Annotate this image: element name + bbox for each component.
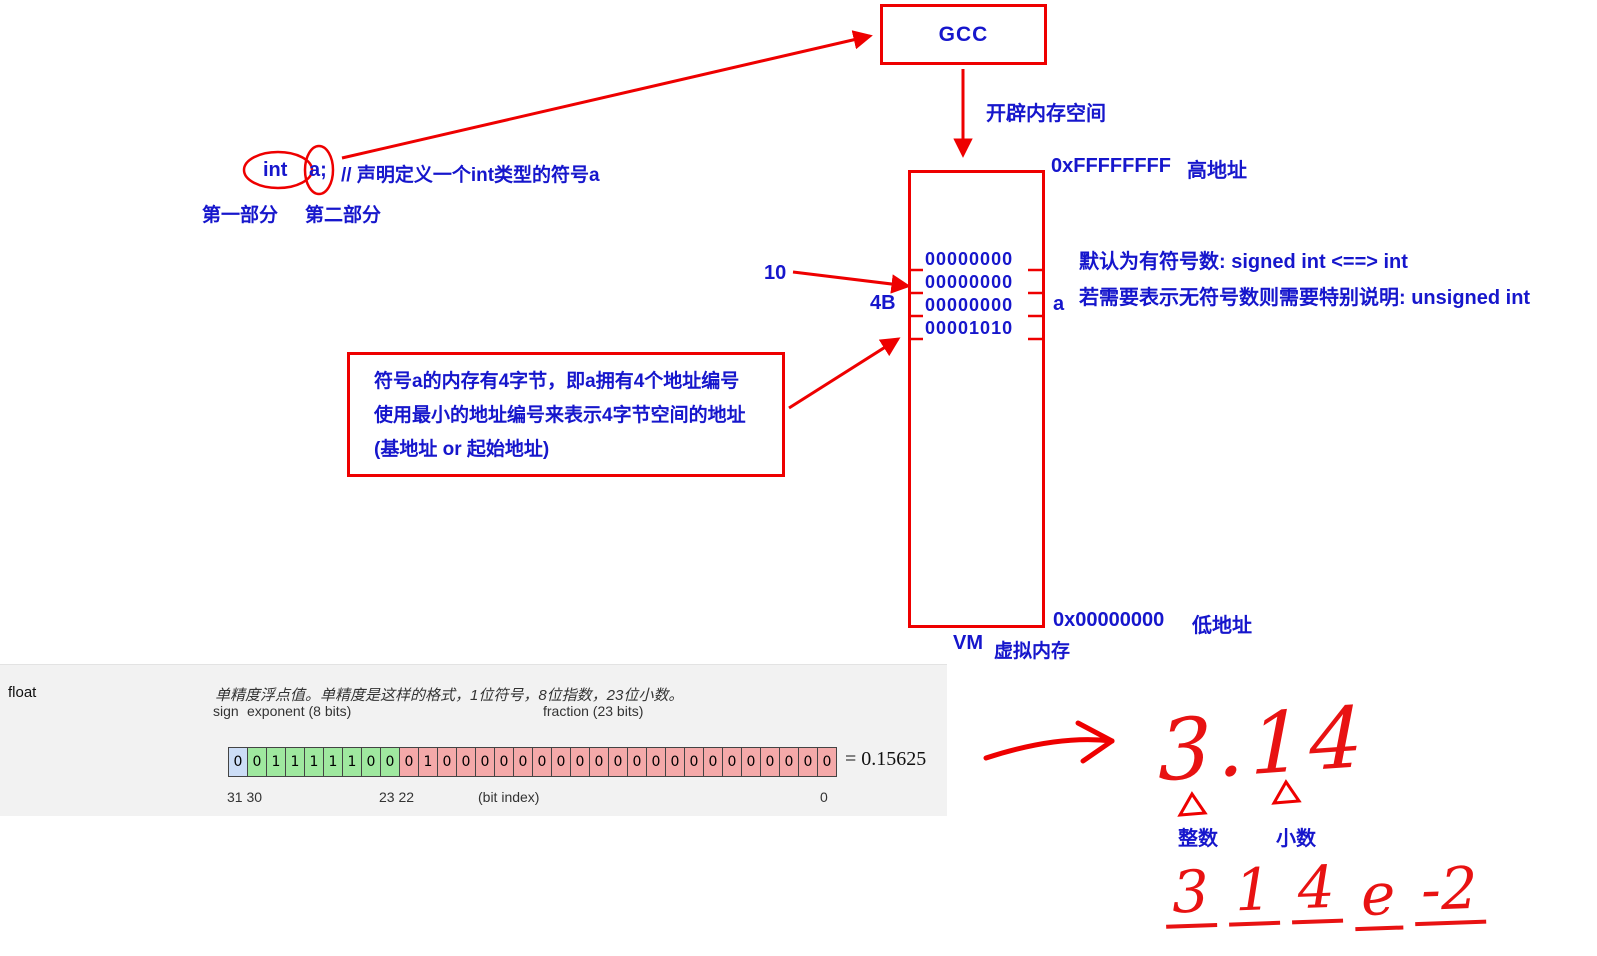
bit-index-caption: (bit index) — [478, 789, 540, 805]
code-keyword: int — [263, 159, 288, 181]
memory-box — [908, 170, 1045, 628]
arrow-value10-to-memory — [792, 270, 911, 294]
low-address-value: 0x00000000 — [1053, 609, 1165, 631]
bit-cell-exp: 1 — [342, 747, 362, 777]
bit-cell-frac: 0 — [722, 747, 742, 777]
handwritten-sci-part: 1 — [1226, 855, 1280, 927]
memory-rows: 00000000 00000000 00000000 00001010 — [908, 248, 1045, 340]
vm-abbr-label: VM — [953, 632, 983, 654]
memory-row: 00000000 — [925, 272, 1014, 292]
bit-cell-frac: 0 — [703, 747, 723, 777]
bit-cell-frac: 0 — [456, 747, 476, 777]
gcc-label: GCC — [938, 22, 989, 46]
note-line: (基地址 or 起始地址) — [374, 439, 550, 460]
float-term: float — [8, 684, 37, 701]
bit-cell-frac: 0 — [627, 747, 647, 777]
arrow-note-to-memory — [788, 337, 901, 410]
handwritten-sci-part: 4 — [1289, 853, 1343, 925]
bit-cell-frac: 0 — [665, 747, 685, 777]
low-address-label: 低地址 — [1192, 615, 1252, 637]
float-result-value: = 0.15625 — [845, 748, 927, 770]
high-address-label: 高地址 — [1187, 160, 1247, 182]
bit-cell-exp: 1 — [304, 747, 324, 777]
size-4b-label: 4B — [870, 292, 896, 314]
float-description: 单精度浮点值。单精度是这样的格式，1位符号，8位指数，23位小数。 — [215, 687, 684, 704]
bit-cell-frac: 1 — [418, 747, 438, 777]
gcc-box: GCC — [880, 4, 1047, 65]
bit-cell-exp: 0 — [380, 747, 400, 777]
code-comment: // 声明定义一个int类型的符号a — [341, 165, 600, 186]
bit-cell-frac: 0 — [760, 747, 780, 777]
bit-cell-exp: 1 — [266, 747, 286, 777]
alloc-memory-label: 开辟内存空间 — [986, 103, 1106, 125]
handwritten-sci-part: 3 — [1163, 857, 1218, 929]
bit-cell-exp: 1 — [323, 747, 343, 777]
memory-row: 00000000 — [925, 249, 1014, 269]
handwritten-314: 3.14 — [1158, 687, 1369, 801]
bit-cell-exp: 0 — [247, 747, 267, 777]
hand-drawn-arrow-icon — [983, 720, 1115, 764]
bit-cell-frac: 0 — [399, 747, 419, 777]
memory-row: 00001010 — [925, 318, 1014, 338]
bit-index-31-30: 31 30 — [227, 789, 263, 805]
part2-label: 第二部分 — [305, 205, 382, 226]
bit-cell-exp: 1 — [285, 747, 305, 777]
signed-note-line2: 若需要表示无符号数则需要特别说明: unsigned int — [1079, 287, 1531, 309]
bit-cell-frac: 0 — [589, 747, 609, 777]
decimal-value-label: 10 — [764, 262, 787, 284]
bit-cell-frac: 0 — [513, 747, 533, 777]
bit-cell-frac: 0 — [684, 747, 704, 777]
part1-label: 第一部分 — [202, 205, 279, 226]
bit-cell-frac: 0 — [551, 747, 571, 777]
bit-index-23-22: 23 22 — [379, 789, 415, 805]
bit-cell-frac: 0 — [570, 747, 590, 777]
handwritten-sci-part: -2 — [1413, 854, 1486, 927]
note-line: 使用最小的地址编号来表示4字节空间的地址 — [374, 405, 746, 426]
note-line: 符号a的内存有4字节，即a拥有4个地址编号 — [374, 371, 740, 392]
bit-cell-frac: 0 — [817, 747, 837, 777]
sign-field-label: sign — [213, 703, 239, 719]
float-definition-panel — [0, 664, 947, 816]
vm-label: 虚拟内存 — [994, 641, 1071, 662]
bit-cell-frac: 0 — [475, 747, 495, 777]
bit-cell-frac: 0 — [494, 747, 514, 777]
fraction-field-label: fraction (23 bits) — [543, 703, 644, 719]
bit-cell-frac: 0 — [532, 747, 552, 777]
bit-cell-sign: 0 — [228, 747, 248, 777]
bit-cell-frac: 0 — [798, 747, 818, 777]
bit-cell-frac: 0 — [741, 747, 761, 777]
bit-index-0: 0 — [820, 789, 828, 805]
fraction-part-label: 小数 — [1276, 828, 1316, 850]
bit-cell-exp: 0 — [361, 747, 381, 777]
integer-part-label: 整数 — [1178, 828, 1218, 850]
variable-a-label: a — [1053, 293, 1065, 315]
bit-cell-frac: 0 — [779, 747, 799, 777]
signed-note-line1: 默认为有符号数: signed int <==> int — [1079, 251, 1408, 273]
memory-row: 00000000 — [925, 295, 1014, 315]
bit-cell-frac: 0 — [437, 747, 457, 777]
code-variable: a; — [309, 159, 327, 181]
arrow-declaration-to-gcc — [341, 30, 873, 160]
bit-cell-frac: 0 — [608, 747, 628, 777]
high-address-value: 0xFFFFFFFF — [1051, 155, 1171, 177]
address-note-box: 符号a的内存有4字节，即a拥有4个地址编号 使用最小的地址编号来表示4字节空间的… — [347, 352, 785, 477]
bit-cell-frac: 0 — [646, 747, 666, 777]
exponent-field-label: exponent (8 bits) — [247, 703, 352, 719]
handwritten-sci-part: e — [1352, 860, 1404, 932]
